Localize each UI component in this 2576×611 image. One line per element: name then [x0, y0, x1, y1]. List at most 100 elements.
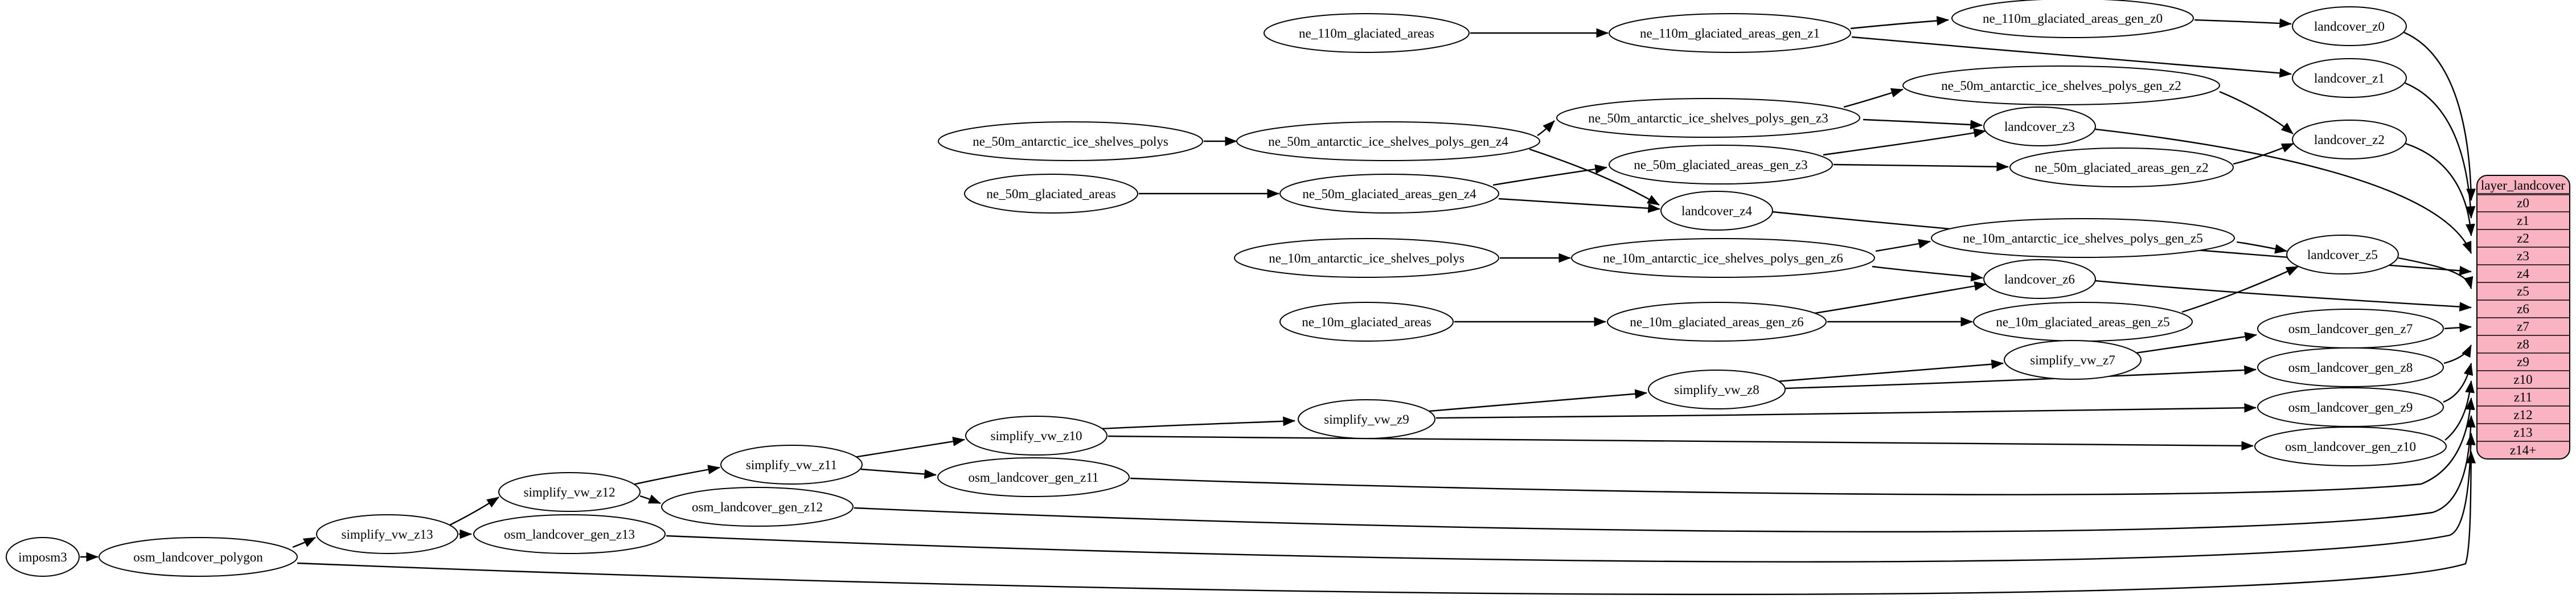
node-shape: [720, 445, 863, 485]
node-landcover_z2: landcover_z2: [2292, 120, 2407, 159]
edge: [292, 536, 316, 548]
node-shape: [938, 121, 1203, 161]
node-shape: [1983, 106, 2096, 146]
node-shape: [1607, 302, 1827, 342]
node-label: simplify_vw_z8: [1674, 383, 1759, 397]
node-shape: [1264, 13, 1470, 53]
node-shape: [1571, 238, 1875, 278]
node-label: landcover_z0: [2314, 19, 2385, 34]
node-shape: [1556, 98, 1860, 138]
node-simplify_vw_z12: simplify_vw_z12: [498, 472, 641, 512]
node-shape: [1931, 218, 2235, 258]
edge: [666, 433, 2476, 563]
edge: [1850, 16, 1949, 30]
node-shape: [1902, 65, 2220, 105]
edge: [1492, 164, 1607, 186]
node-simplify_vw_z10: simplify_vw_z10: [965, 416, 1107, 456]
edge: [1498, 198, 1660, 213]
node-shape: [6, 537, 80, 577]
node-label: simplify_vw_z10: [991, 429, 1082, 443]
node-label: ne_10m_antarctic_ice_shelves_polys_gen_z…: [1603, 251, 1843, 265]
edge: [2444, 380, 2475, 441]
edge: [2443, 345, 2472, 364]
node-label: ne_50m_glaciated_areas_gen_z2: [2034, 161, 2208, 175]
edge: [1851, 36, 2292, 78]
node-osm_landcover_gen_z10: osm_landcover_gen_z10: [2254, 427, 2447, 466]
table-row: z9: [2517, 355, 2529, 369]
node-label: osm_landcover_gen_z9: [2288, 400, 2413, 415]
node-shape: [316, 514, 458, 554]
edge: [860, 468, 937, 479]
node-ne_10m_antarctic_ice_shelves_polys: ne_10m_antarctic_ice_shelves_polys: [1234, 238, 1499, 278]
edge: [2405, 82, 2476, 219]
edge: [1863, 118, 1983, 130]
node-label: osm_landcover_polygon: [133, 550, 263, 564]
node-label: osm_landcover_gen_z7: [2288, 322, 2413, 336]
edge: [2181, 265, 2299, 313]
edge: [297, 451, 2476, 596]
node-label: ne_10m_antarctic_ice_shelves_polys: [1269, 251, 1465, 265]
edge: [1785, 365, 2257, 389]
edge: [2236, 241, 2287, 254]
node-ne_50m_antarctic_ice_shelves_polys_gen_z2: ne_50m_antarctic_ice_shelves_polys_gen_z…: [1902, 65, 2220, 105]
node-label: landcover_z3: [2004, 120, 2075, 134]
edge: [639, 494, 661, 505]
node-ne_50m_glaciated_areas_gen_z2: ne_50m_glaciated_areas_gen_z2: [2009, 147, 2234, 187]
node-label: ne_50m_antarctic_ice_shelves_polys_gen_z…: [1268, 134, 1508, 149]
edge: [1814, 281, 1987, 314]
edges: [80, 16, 2476, 596]
node-osm_landcover_gen_z13: osm_landcover_gen_z13: [473, 514, 666, 554]
node-label: ne_110m_glaciated_areas: [1299, 26, 1434, 40]
node-label: simplify_vw_z11: [746, 458, 837, 472]
edge: [854, 415, 2476, 533]
table-title: layer_landcover: [2481, 178, 2565, 192]
node-label: simplify_vw_z9: [1324, 412, 1409, 427]
node-shape: [1609, 145, 1833, 184]
table-row: z7: [2517, 319, 2529, 334]
node-shape: [2292, 6, 2407, 46]
node-simplify_vw_z11: simplify_vw_z11: [720, 445, 863, 485]
node-ne_10m_glaciated_areas: ne_10m_glaciated_areas: [1279, 302, 1454, 342]
table-row: z10: [2513, 372, 2532, 387]
node-ne_110m_glaciated_areas_gen_z1: ne_110m_glaciated_areas_gen_z1: [1609, 13, 1851, 53]
node-label: osm_landcover_gen_z13: [504, 527, 635, 542]
table-row: z4: [2517, 266, 2529, 281]
node-shape: [1660, 191, 1773, 231]
node-landcover_z4: landcover_z4: [1660, 191, 1773, 231]
edge: [1100, 416, 1295, 430]
node-ne_10m_antarctic_ice_shelves_polys_gen_z6: ne_10m_antarctic_ice_shelves_polys_gen_z…: [1571, 238, 1875, 278]
node-ne_10m_antarctic_ice_shelves_polys_gen_z5: ne_10m_antarctic_ice_shelves_polys_gen_z…: [1931, 218, 2235, 258]
node-shape: [1983, 259, 2096, 299]
nodes: ne_110m_glaciated_areas ne_110m_glaciate…: [6, 0, 2447, 577]
node-shape: [661, 487, 854, 527]
node-shape: [2004, 340, 2142, 380]
edge: [854, 436, 965, 458]
edge: [2405, 142, 2475, 236]
node-label: osm_landcover_gen_z12: [692, 500, 823, 514]
table-row: z14+: [2510, 443, 2536, 457]
node-shape: [99, 537, 298, 577]
edge: [2398, 257, 2474, 289]
edge: [2095, 280, 2472, 312]
node-landcover_z1: landcover_z1: [2292, 58, 2407, 98]
node-osm_landcover_gen_z9: osm_landcover_gen_z9: [2257, 387, 2444, 427]
node-shape: [498, 472, 641, 512]
node-label: ne_50m_glaciated_areas_gen_z3: [1634, 158, 1807, 172]
node-simplify_vw_z9: simplify_vw_z9: [1298, 399, 1435, 439]
node-osm_landcover_gen_z11: osm_landcover_gen_z11: [937, 457, 1130, 497]
node-shape: [965, 416, 1107, 456]
node-label: ne_10m_glaciated_areas: [1302, 315, 1431, 329]
edge: [1537, 120, 1555, 136]
node-label: ne_50m_antarctic_ice_shelves_polys: [973, 134, 1168, 149]
node-label: ne_10m_glaciated_areas_gen_z6: [1630, 315, 1803, 329]
node-shape: [1279, 302, 1454, 342]
edge: [1107, 435, 2254, 451]
edge: [1843, 88, 1904, 108]
node-osm_landcover_gen_z7: osm_landcover_gen_z7: [2257, 309, 2444, 348]
node-shape: [473, 514, 666, 554]
edge: [630, 465, 720, 486]
node-label: ne_50m_antarctic_ice_shelves_polys_gen_z…: [1941, 79, 2181, 93]
node-ne_10m_glaciated_areas_gen_z5: ne_10m_glaciated_areas_gen_z5: [1973, 302, 2193, 342]
node-label: landcover_z4: [1681, 204, 1752, 218]
